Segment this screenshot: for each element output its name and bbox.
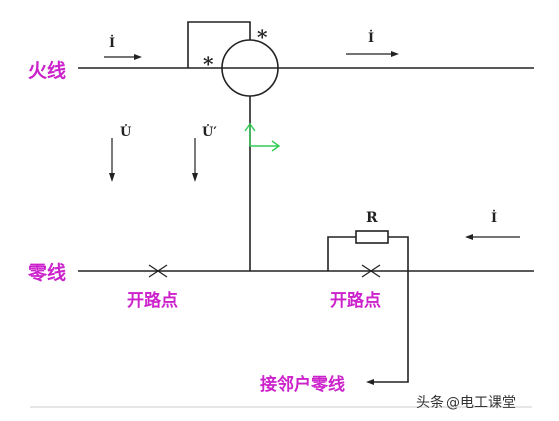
open-point-label-left: 开路点 [127,290,178,311]
resistor-label: R [366,210,378,226]
green-axis-mark [244,122,281,152]
current-arrow-right-top: İ [346,30,399,57]
current-coil-loop [187,21,251,68]
current-arrow-left: İ [104,35,142,60]
neighbor-neutral-lead [372,271,409,383]
neighbor-neutral-arrowhead [366,379,374,385]
watermark-source: 头条 [416,394,444,411]
current-arrow-right-bottom: İ [465,210,520,240]
resistor-body [355,230,389,244]
resistor-bypass-right [388,236,409,271]
voltage-arrow-u-prime: U̇′ [192,124,217,182]
watermark-handle: @电工课堂 [446,395,516,411]
voltage-label-u: U̇ [120,124,132,140]
open-point-mark-right [361,264,381,278]
current-label-right-bottom: İ [491,210,497,226]
voltage-arrow-u: U̇ [109,124,132,182]
live-wire-label: 火线 [28,59,66,82]
neighbor-neutral-label: 接邻户零线 [260,374,345,395]
neutral-wire-label: 零线 [27,261,66,284]
watermark: 头条 @电工课堂 [416,394,516,411]
meter-star-left: * [203,52,214,76]
open-point-mark-left [148,264,168,278]
current-label-right-top: İ [368,30,374,46]
meter-star-right: * [257,25,268,49]
open-point-label-right: 开路点 [330,290,381,311]
current-label-left: İ [109,35,115,51]
resistor-bypass-left [327,236,356,271]
voltage-label-u-prime: U̇′ [202,124,217,140]
